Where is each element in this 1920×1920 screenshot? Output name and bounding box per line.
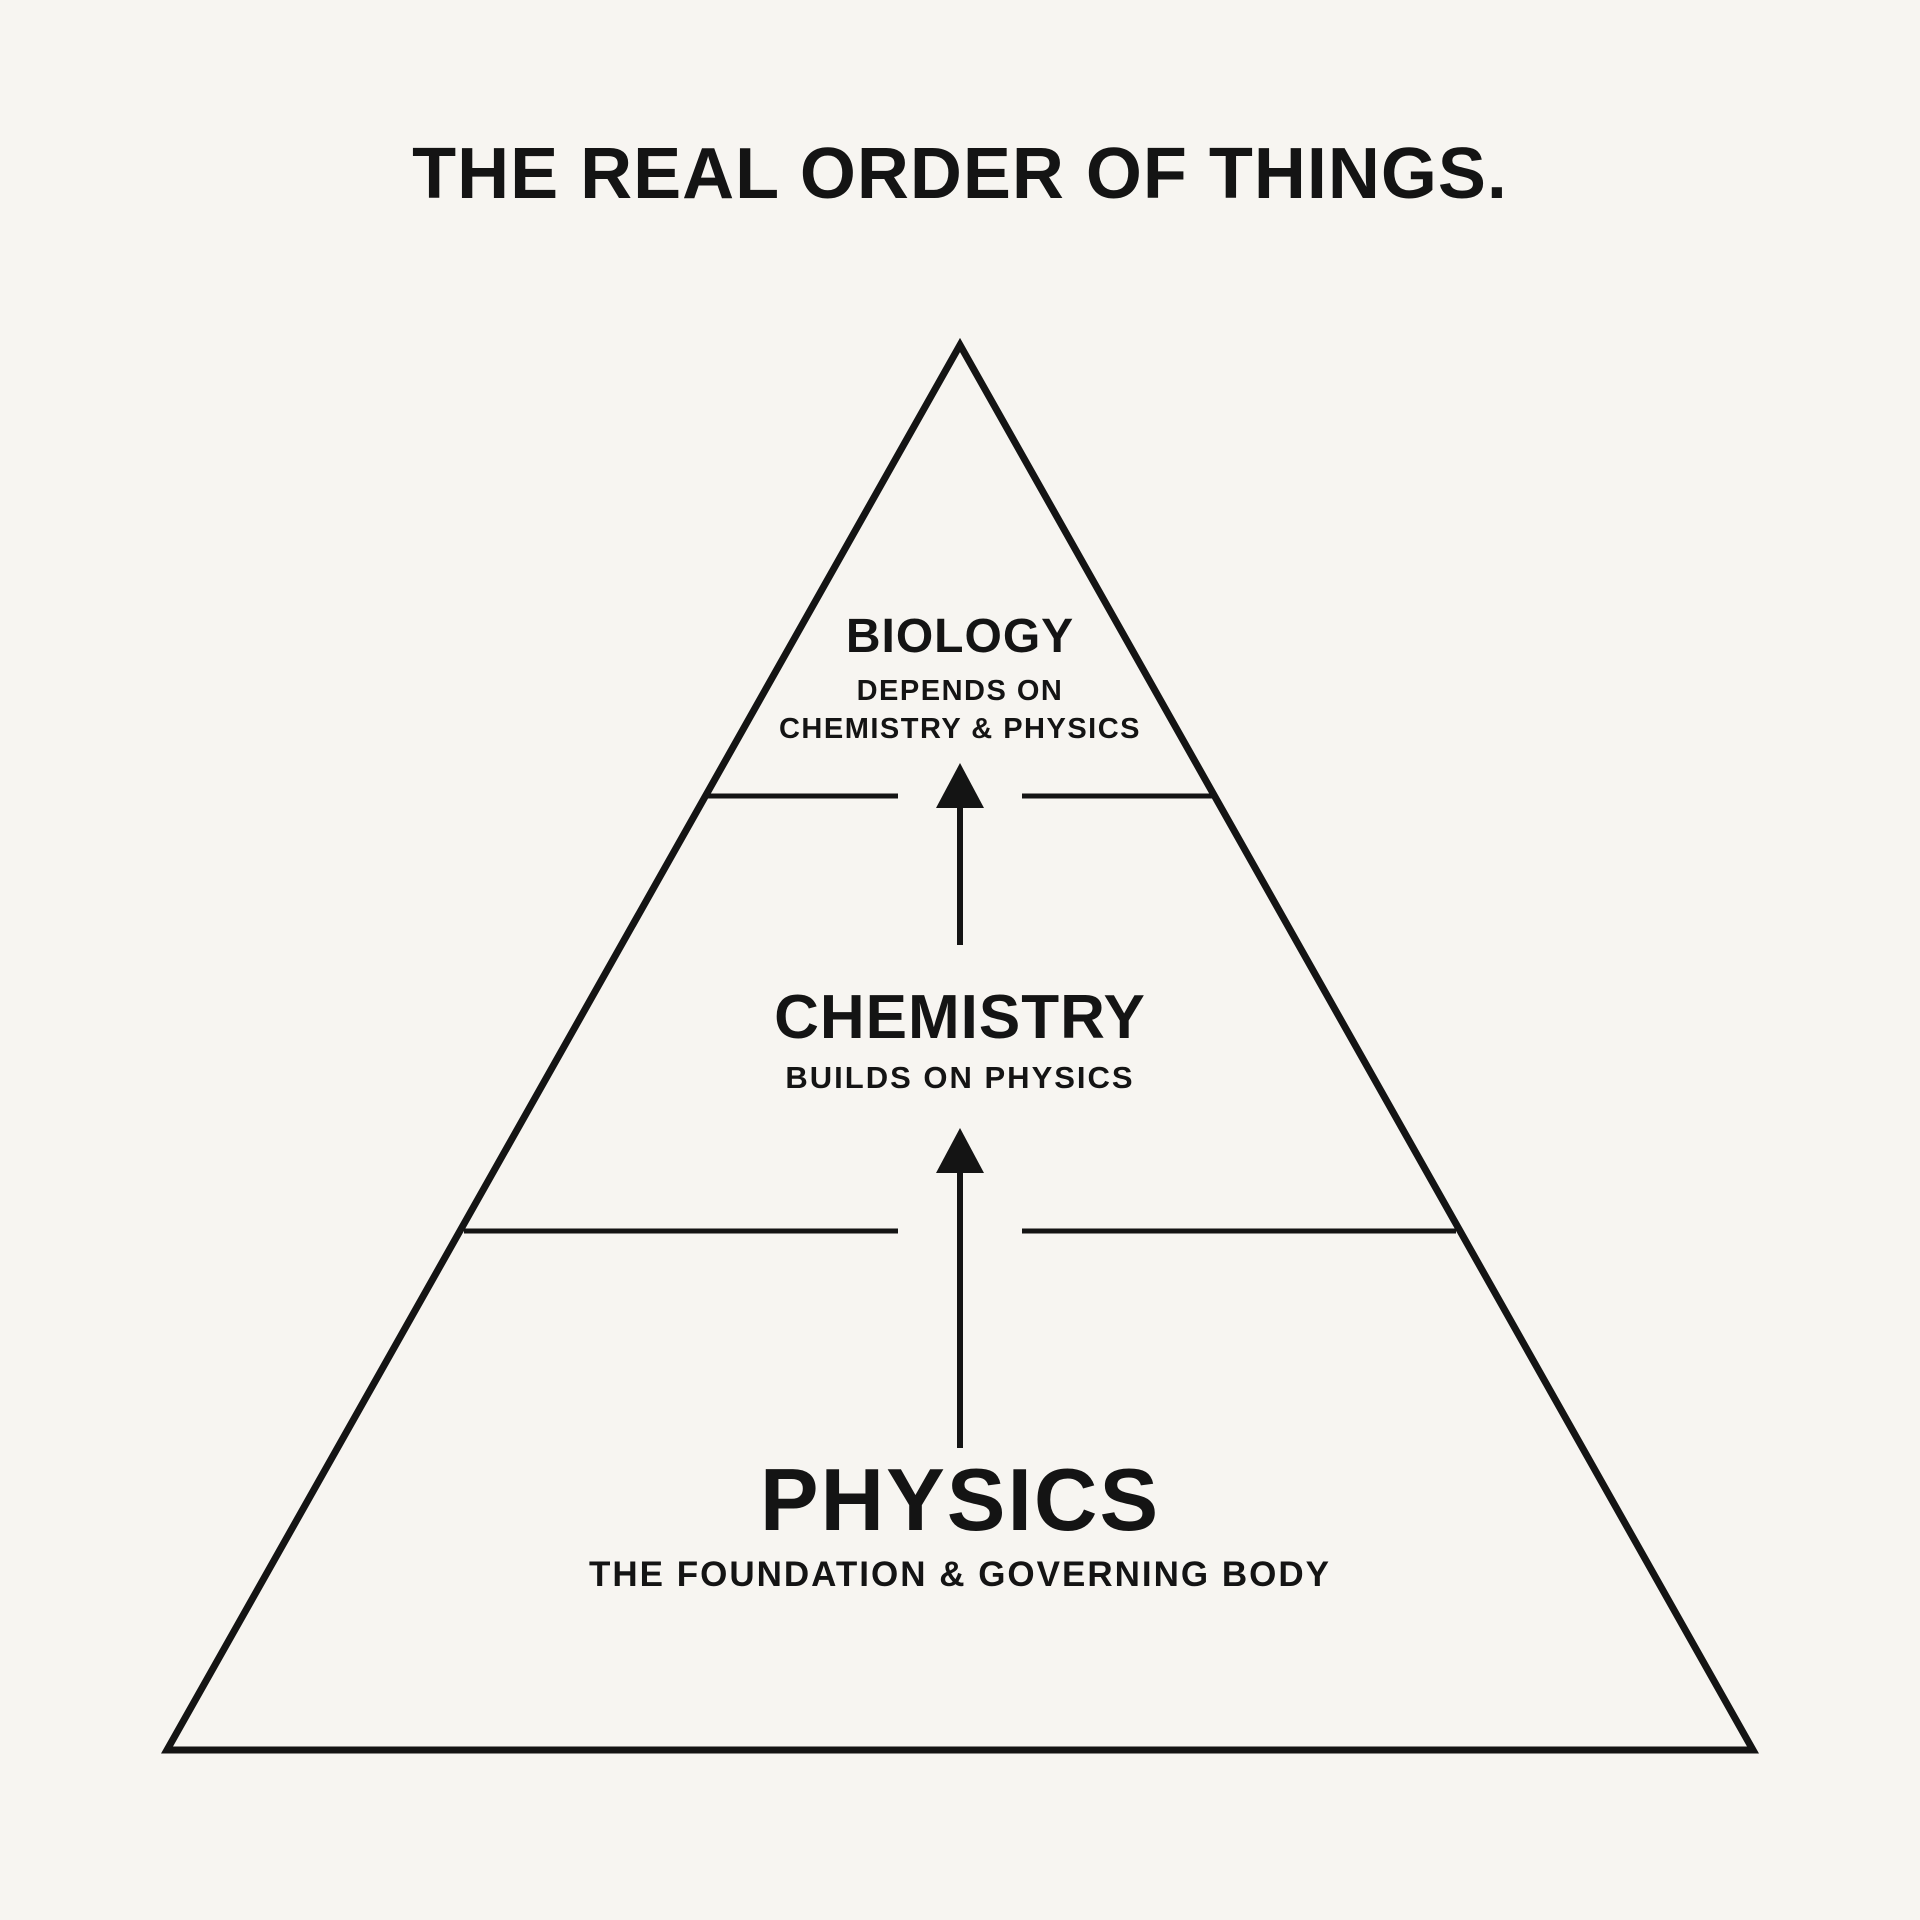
poster-title: THE REAL ORDER OF THINGS. — [412, 134, 1508, 214]
level-physics-description: THE FOUNDATION & GOVERNING BODY — [589, 1555, 1331, 1594]
level-chemistry-name: CHEMISTRY — [774, 983, 1146, 1052]
level-biology-description-line2: CHEMISTRY & PHYSICS — [779, 713, 1141, 745]
level-chemistry: CHEMISTRY BUILDS ON PHYSICS — [774, 983, 1146, 1095]
level-chemistry-description: BUILDS ON PHYSICS — [785, 1060, 1134, 1095]
level-biology: BIOLOGY DEPENDS ON CHEMISTRY & PHYSICS — [779, 610, 1141, 745]
level-biology-name: BIOLOGY — [846, 610, 1074, 663]
level-physics: PHYSICS THE FOUNDATION & GOVERNING BODY — [589, 1450, 1331, 1594]
arrow-up-icon — [936, 1128, 984, 1173]
arrow-up-icon — [936, 763, 984, 808]
level-physics-name: PHYSICS — [760, 1450, 1160, 1549]
arrow-chemistry-to-biology — [936, 763, 984, 945]
pyramid-outline — [161, 337, 1759, 1754]
arrow-physics-to-chemistry — [936, 1128, 984, 1448]
level-biology-description-line1: DEPENDS ON — [857, 675, 1064, 707]
